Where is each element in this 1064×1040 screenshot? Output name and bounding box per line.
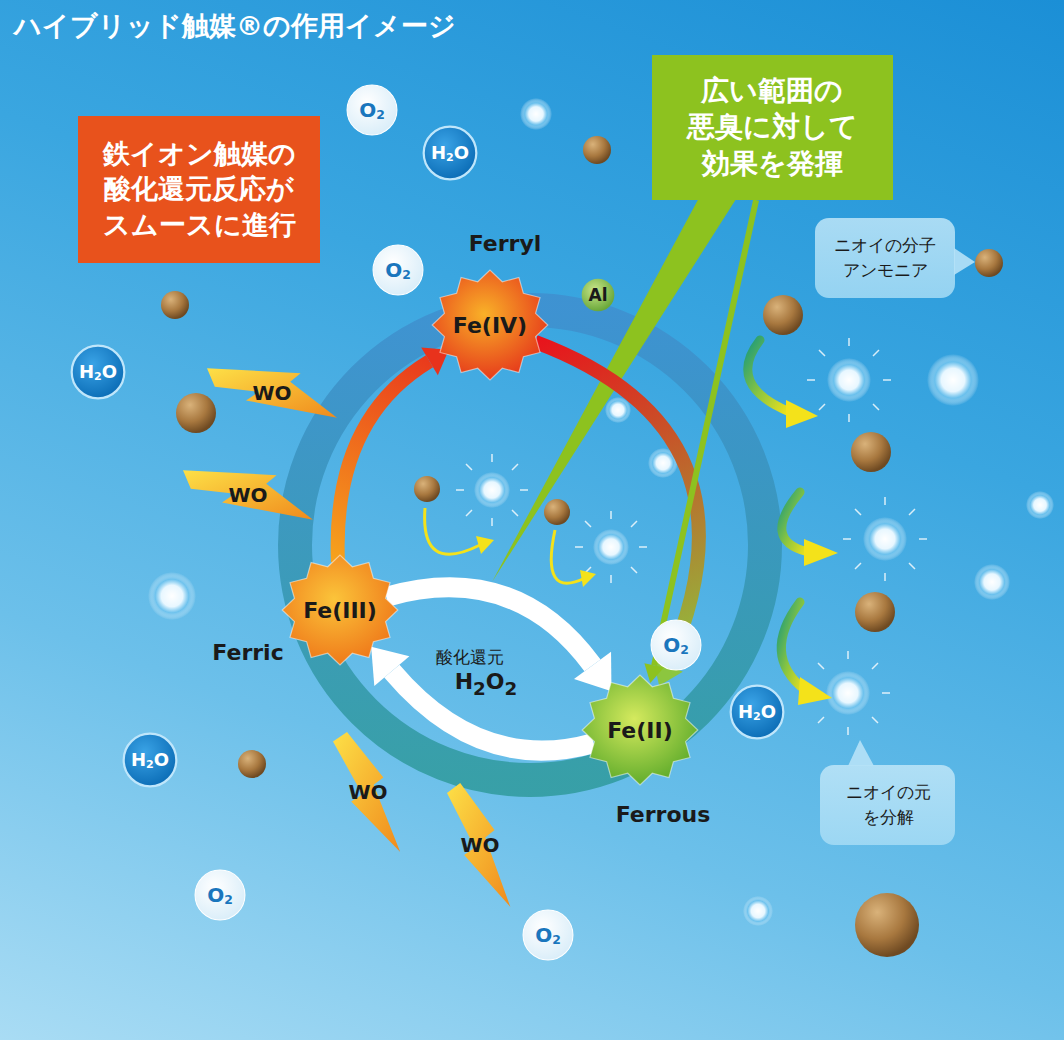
water-circle: H2O: [729, 684, 785, 740]
node-text: Fe(IV): [453, 313, 527, 338]
message-box: 広い範囲の 悪臭に対して 効果を発揮: [652, 55, 893, 200]
arrow-head: [574, 652, 611, 691]
node-text: H2O: [738, 701, 776, 723]
node-text: WO: [228, 483, 267, 507]
message-box: 鉄イオン触媒の 酸化還元反応が スムースに進行: [78, 116, 320, 263]
node-text: Fe(III): [303, 598, 377, 623]
node-text: O2: [207, 883, 233, 907]
aluminium-circle: Al: [581, 278, 615, 312]
node-text: H2O: [431, 142, 469, 164]
water-circle: H2O: [70, 344, 126, 400]
tungsten-oxide-bolt: WO: [333, 732, 403, 852]
iron-ion-star: FerrylFe(IV): [431, 269, 549, 381]
node-text: Al: [589, 285, 608, 305]
oxygen-circle: O2: [372, 244, 424, 296]
node-text: H2O: [131, 749, 169, 771]
node-text: O2: [359, 98, 385, 122]
tungsten-oxide-bolt: WO: [207, 362, 337, 424]
water-circle: H2O: [122, 732, 178, 788]
ion-name-label: Ferryl: [469, 231, 542, 256]
callout-bubble: ニオイの元 を分解: [821, 765, 956, 845]
node-text: Fe(II): [607, 718, 673, 743]
arrow-head: [371, 647, 409, 686]
arrow-line: [338, 361, 430, 562]
cycle-arrow: [644, 200, 756, 683]
arrow-line: [654, 200, 756, 665]
oxygen-circle: O2: [346, 84, 398, 136]
oxygen-circle: O2: [194, 869, 246, 921]
cycle-arrow: [338, 348, 449, 562]
node-text: ニオイの元 を分解: [846, 780, 931, 829]
arrow-head: [644, 663, 664, 683]
node-text: 広い範囲の 悪臭に対して 効果を発揮: [687, 73, 858, 182]
node-text: O2: [385, 258, 411, 282]
reaction-label: 酸化還元: [436, 646, 504, 669]
node-text: ニオイの分子 アンモニア: [834, 233, 936, 282]
node-text: WO: [252, 381, 291, 405]
diagram-title: ハイブリッド触媒®の作用イメージ: [14, 8, 456, 44]
tungsten-oxide-bolt: WO: [183, 464, 313, 526]
node-text: O2: [535, 923, 561, 947]
node-text: 鉄イオン触媒の 酸化還元反応が スムースに進行: [103, 136, 296, 241]
node-text: WO: [348, 780, 387, 804]
water-circle: H2O: [422, 125, 478, 181]
iron-ion-star: Fe(II)Ferrous: [581, 674, 699, 786]
reaction-label: H2O2: [455, 669, 518, 698]
ion-name-label: Ferric: [212, 640, 283, 665]
callout-bubble: ニオイの分子 アンモニア: [815, 218, 955, 298]
oxygen-circle: O2: [650, 619, 702, 671]
oxygen-circle: O2: [522, 909, 574, 961]
tungsten-oxide-bolt: WO: [447, 783, 513, 907]
node-text: O2: [663, 633, 689, 657]
node-text: H2O: [79, 361, 117, 383]
node-text: WO: [460, 833, 499, 857]
ion-name-label: Ferrous: [616, 802, 711, 827]
iron-ion-star: Fe(III)Ferric: [281, 554, 399, 666]
